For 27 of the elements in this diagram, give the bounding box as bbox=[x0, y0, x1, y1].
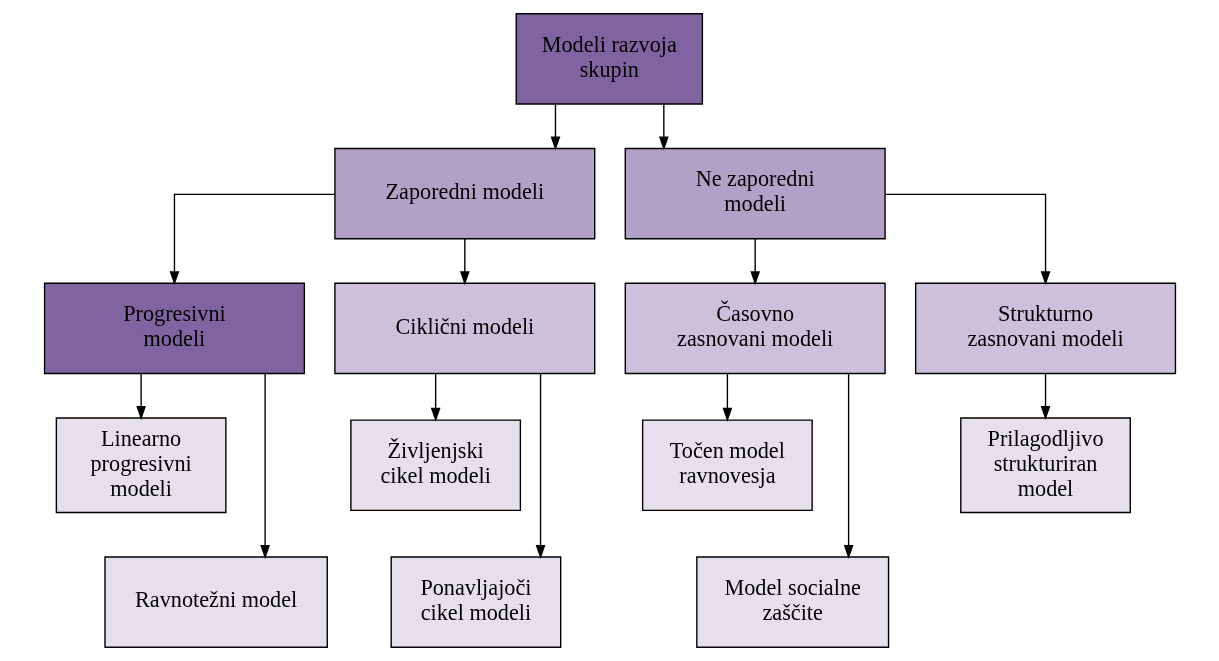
arrow bbox=[749, 238, 760, 286]
arrow bbox=[1040, 372, 1050, 420]
node-box: Ponavljajoči cikel modeli bbox=[390, 556, 561, 648]
arrow bbox=[658, 103, 669, 151]
node-box: Model socialne zaščite bbox=[695, 556, 889, 648]
arrow bbox=[722, 372, 732, 422]
arrow bbox=[135, 372, 146, 420]
arrow bbox=[550, 103, 560, 151]
node-box: Progresivni modeli bbox=[43, 282, 305, 375]
node-box: Točen model ravnovesja bbox=[641, 419, 813, 512]
node-box: Ravnotežni model bbox=[103, 556, 328, 648]
node-box: Modeli razvoja skupin bbox=[515, 13, 703, 105]
node-box: Ne zaporedni modeli bbox=[624, 147, 886, 240]
node-box: Življenjski cikel modeli bbox=[349, 419, 521, 512]
node-box: Ciklični modeli bbox=[333, 282, 595, 375]
node-box: Strukturno zasnovani modeli bbox=[914, 282, 1176, 375]
node-box: Prilagodljivo strukturiran model bbox=[959, 417, 1131, 514]
arrow bbox=[459, 238, 470, 286]
arrow bbox=[259, 372, 270, 559]
arrow bbox=[430, 372, 440, 422]
node-box: Linearno progresivni modeli bbox=[55, 417, 227, 514]
arrow bbox=[169, 193, 335, 286]
arrow bbox=[884, 193, 1050, 286]
node-box: Časovno zasnovani modeli bbox=[624, 282, 886, 375]
arrow bbox=[535, 372, 545, 559]
arrow bbox=[843, 372, 853, 559]
node-box: Zaporedni modeli bbox=[333, 147, 595, 240]
